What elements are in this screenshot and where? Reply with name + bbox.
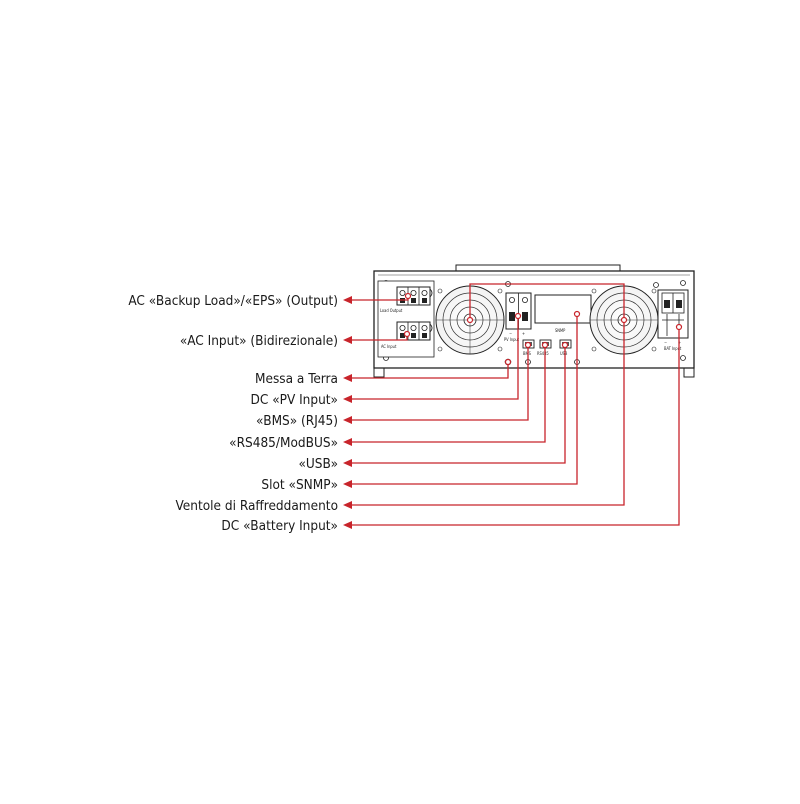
ac-input-terminals — [396, 321, 433, 341]
ac-terminal-block: Load Output AC Input — [377, 280, 435, 358]
leader-battery — [343, 323, 683, 529]
usb-port-label: USB — [560, 351, 568, 356]
load-output-terminals — [396, 286, 433, 306]
leader-pv-input — [343, 312, 522, 403]
callout-snmp: Slot «SNMP» — [261, 477, 338, 493]
load-output-label: Load Output — [380, 308, 403, 313]
snmp-label: SNMP — [555, 328, 566, 333]
callout-bms: «BMS» (RJ45) — [256, 413, 338, 429]
inverter-rear-panel: Load Output AC Input — [373, 264, 695, 378]
callout-labels: AC «Backup Load»/«EPS» (Output) «AC Inpu… — [128, 293, 338, 534]
callout-ac-output: AC «Backup Load»/«EPS» (Output) — [128, 293, 338, 309]
leader-ac-input — [343, 330, 411, 344]
bat-input-label: BAT Input — [664, 346, 682, 351]
callout-ground: Messa a Terra — [255, 371, 338, 387]
leader-rs485 — [343, 341, 549, 446]
rs485-port-label: RS485 — [537, 351, 549, 356]
bms-port-label: BMS — [523, 351, 532, 356]
leader-ac-output — [343, 292, 412, 304]
leader-snmp — [343, 310, 581, 488]
leader-bms — [343, 341, 532, 424]
pv-minus-label: − — [509, 331, 512, 336]
callout-rs485: «RS485/ModBUS» — [229, 435, 338, 451]
leader-ground — [343, 358, 512, 382]
callout-pv-input: DC «PV Input» — [251, 392, 339, 408]
ac-input-label: AC Input — [381, 344, 397, 349]
bat-minus-label: − — [664, 340, 667, 345]
callout-battery: DC «Battery Input» — [221, 518, 338, 534]
pv-input-label: PV Input — [504, 337, 520, 342]
leader-fans — [343, 283, 628, 509]
leader-usb — [343, 341, 569, 467]
pv-plus-label: + — [522, 331, 525, 336]
callout-usb: «USB» — [298, 456, 338, 472]
callout-ac-input: «AC Input» (Bidirezionale) — [180, 333, 338, 349]
snmp-slot: SNMP — [534, 294, 592, 333]
callout-fans: Ventole di Raffreddamento — [176, 498, 338, 514]
leader-lines — [343, 283, 683, 529]
